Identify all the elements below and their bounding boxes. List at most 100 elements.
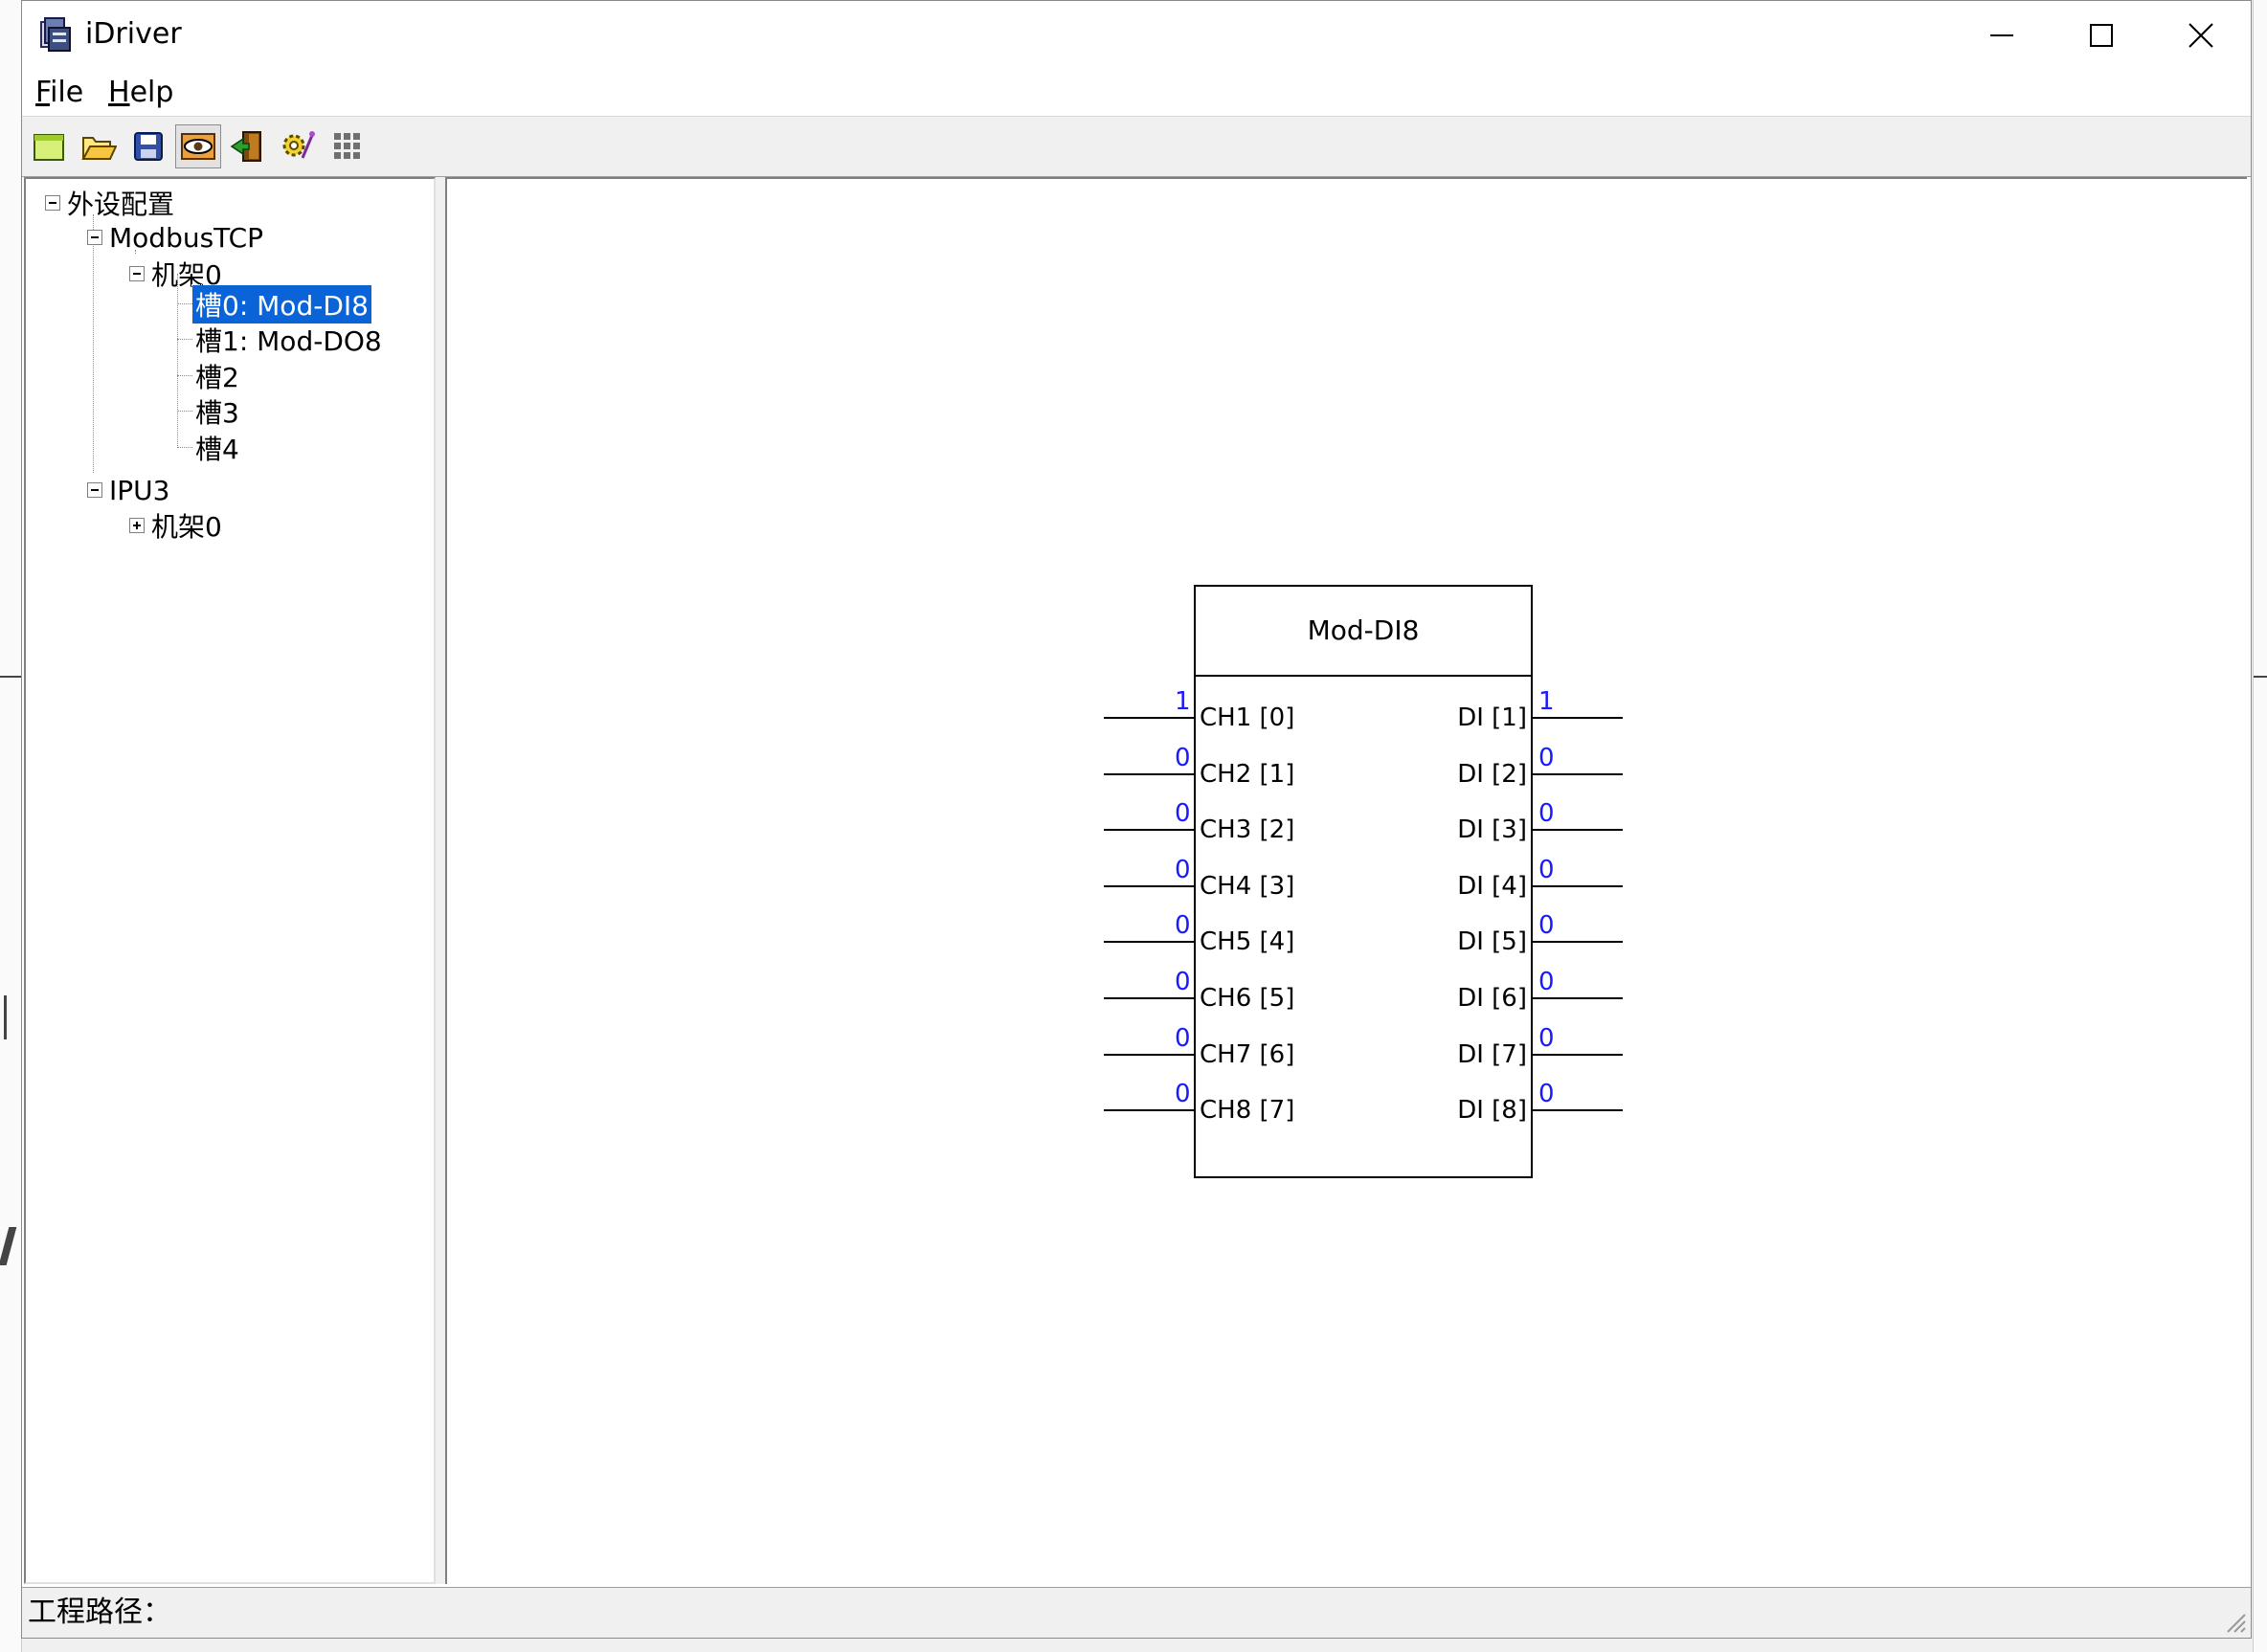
toolbar <box>22 116 2251 177</box>
output-pin-line <box>1533 772 1623 775</box>
save-icon <box>134 132 163 161</box>
collapse-icon[interactable] <box>45 195 60 211</box>
tree-node-label-selected: 槽0: Mod-DI8 <box>191 284 372 324</box>
input-pin-value: 0 <box>1175 1023 1191 1053</box>
tree-node-label: IPU3 <box>109 474 170 506</box>
output-pin-label: DI [3] <box>1457 815 1527 845</box>
output-pin-label: DI [4] <box>1457 871 1527 901</box>
tree-node-ipu3-rack0[interactable]: 机架0 <box>129 509 225 543</box>
input-pin-line <box>1104 1053 1194 1056</box>
resize-grip-icon[interactable] <box>2224 1611 2247 1634</box>
tree-node-modbustcp[interactable]: ModbusTCP <box>87 221 266 254</box>
tree-node-label: 槽1: Mod-DO8 <box>195 325 382 357</box>
tree-node-slot1[interactable]: 槽1: Mod-DO8 <box>192 324 385 357</box>
input-pin-line <box>1104 772 1194 775</box>
tree-connector <box>177 339 192 340</box>
menu-help-mnemonic: H <box>108 76 130 109</box>
tree-node-label: 槽4 <box>195 434 239 465</box>
input-pin-value: 0 <box>1175 1080 1191 1109</box>
output-pin-label: DI [1] <box>1457 703 1527 732</box>
title-bar[interactable]: iDriver <box>22 1 2251 70</box>
output-pin-line <box>1533 829 1623 832</box>
input-pin-label: CH5 [4] <box>1200 927 1295 957</box>
input-pin-value: 1 <box>1175 687 1191 716</box>
close-button[interactable] <box>2151 9 2251 62</box>
output-pin-label: DI [5] <box>1457 927 1527 957</box>
pane-splitter[interactable] <box>436 177 445 1584</box>
minimize-button[interactable] <box>1952 9 2052 62</box>
tree-node-slot0[interactable]: 槽0: Mod-DI8 <box>191 284 372 324</box>
tree-node-label: 外设配置 <box>67 189 175 220</box>
menu-file-label: ile <box>50 76 84 109</box>
expand-icon[interactable] <box>129 518 145 533</box>
menu-help[interactable]: Help <box>104 74 177 112</box>
module-title: Mod-DI8 <box>1194 585 1533 677</box>
tree-connector <box>177 274 178 448</box>
input-pin-label: CH1 [0] <box>1200 703 1295 732</box>
tree-node-slot3[interactable]: 槽3 <box>192 395 242 429</box>
tree-node-root[interactable]: 外设配置 <box>45 187 177 220</box>
tree-node-slot2[interactable]: 槽2 <box>192 360 242 393</box>
output-pin-label: DI [2] <box>1457 759 1527 789</box>
tree-node-ipu3[interactable]: IPU3 <box>87 474 172 506</box>
exit-door-icon <box>230 131 261 162</box>
background-left-edge <box>0 0 22 1652</box>
collapse-icon[interactable] <box>87 482 102 498</box>
input-pin-line <box>1104 829 1194 832</box>
menu-help-label: elp <box>129 76 174 109</box>
background-right-edge <box>2253 0 2267 1652</box>
input-pin-value: 0 <box>1175 911 1191 941</box>
output-pin-label: DI [8] <box>1457 1096 1527 1126</box>
settings-button[interactable] <box>275 124 321 168</box>
app-window: iDriver File Help <box>21 0 2252 1639</box>
output-pin-line <box>1533 1053 1623 1056</box>
input-pin-value: 0 <box>1175 799 1191 829</box>
output-pin-value: 0 <box>1538 799 1555 829</box>
tree-node-label: ModbusTCP <box>109 221 264 254</box>
app-icon <box>40 17 71 52</box>
open-folder-icon <box>81 137 117 160</box>
background-mark <box>2254 676 2267 678</box>
monitor-button[interactable] <box>175 124 221 168</box>
input-pin-label: CH2 [1] <box>1200 759 1295 789</box>
output-pin-line <box>1533 1109 1623 1112</box>
output-pin-value: 0 <box>1538 1080 1555 1109</box>
new-button[interactable] <box>26 124 72 168</box>
device-tree[interactable]: 外设配置 ModbusTCP 机架0 槽0: Mod-DI8 槽1: Mod-D… <box>24 177 436 1584</box>
tree-connector <box>177 303 192 304</box>
input-pin-label: CH6 [5] <box>1200 984 1295 1013</box>
output-pin-label: DI [6] <box>1457 984 1527 1013</box>
menu-file-mnemonic: F <box>35 76 51 109</box>
window-title: iDriver <box>85 17 182 51</box>
input-pin-label: CH7 [6] <box>1200 1039 1295 1069</box>
input-pin-value: 0 <box>1175 855 1191 884</box>
new-icon <box>34 134 64 161</box>
input-pin-label: CH3 [2] <box>1200 815 1295 845</box>
save-button[interactable] <box>125 124 171 168</box>
maximize-button[interactable] <box>2052 9 2151 62</box>
input-pin-value: 0 <box>1175 968 1191 996</box>
menu-bar: File Help <box>22 70 2251 116</box>
open-button[interactable] <box>76 124 122 168</box>
grid-icon <box>334 133 360 159</box>
tree-connector <box>93 214 94 473</box>
close-icon <box>2188 23 2213 48</box>
tree-node-label: 槽2 <box>195 362 239 393</box>
grid-button[interactable] <box>325 124 370 168</box>
collapse-icon[interactable] <box>87 230 102 245</box>
input-pin-line <box>1104 884 1194 887</box>
exit-button[interactable] <box>225 124 271 168</box>
background-mark <box>4 995 7 1039</box>
input-pin-value: 0 <box>1175 743 1191 772</box>
collapse-icon[interactable] <box>129 266 145 281</box>
tree-node-label: 槽3 <box>195 397 239 429</box>
menu-file[interactable]: File <box>32 74 87 112</box>
project-path-label: 工程路径： <box>28 1596 171 1629</box>
output-pin-line <box>1533 941 1623 944</box>
output-pin-value: 0 <box>1538 743 1555 772</box>
output-pin-value: 1 <box>1538 687 1555 716</box>
tree-node-slot4[interactable]: 槽4 <box>192 432 242 465</box>
input-pin-line <box>1104 1109 1194 1112</box>
